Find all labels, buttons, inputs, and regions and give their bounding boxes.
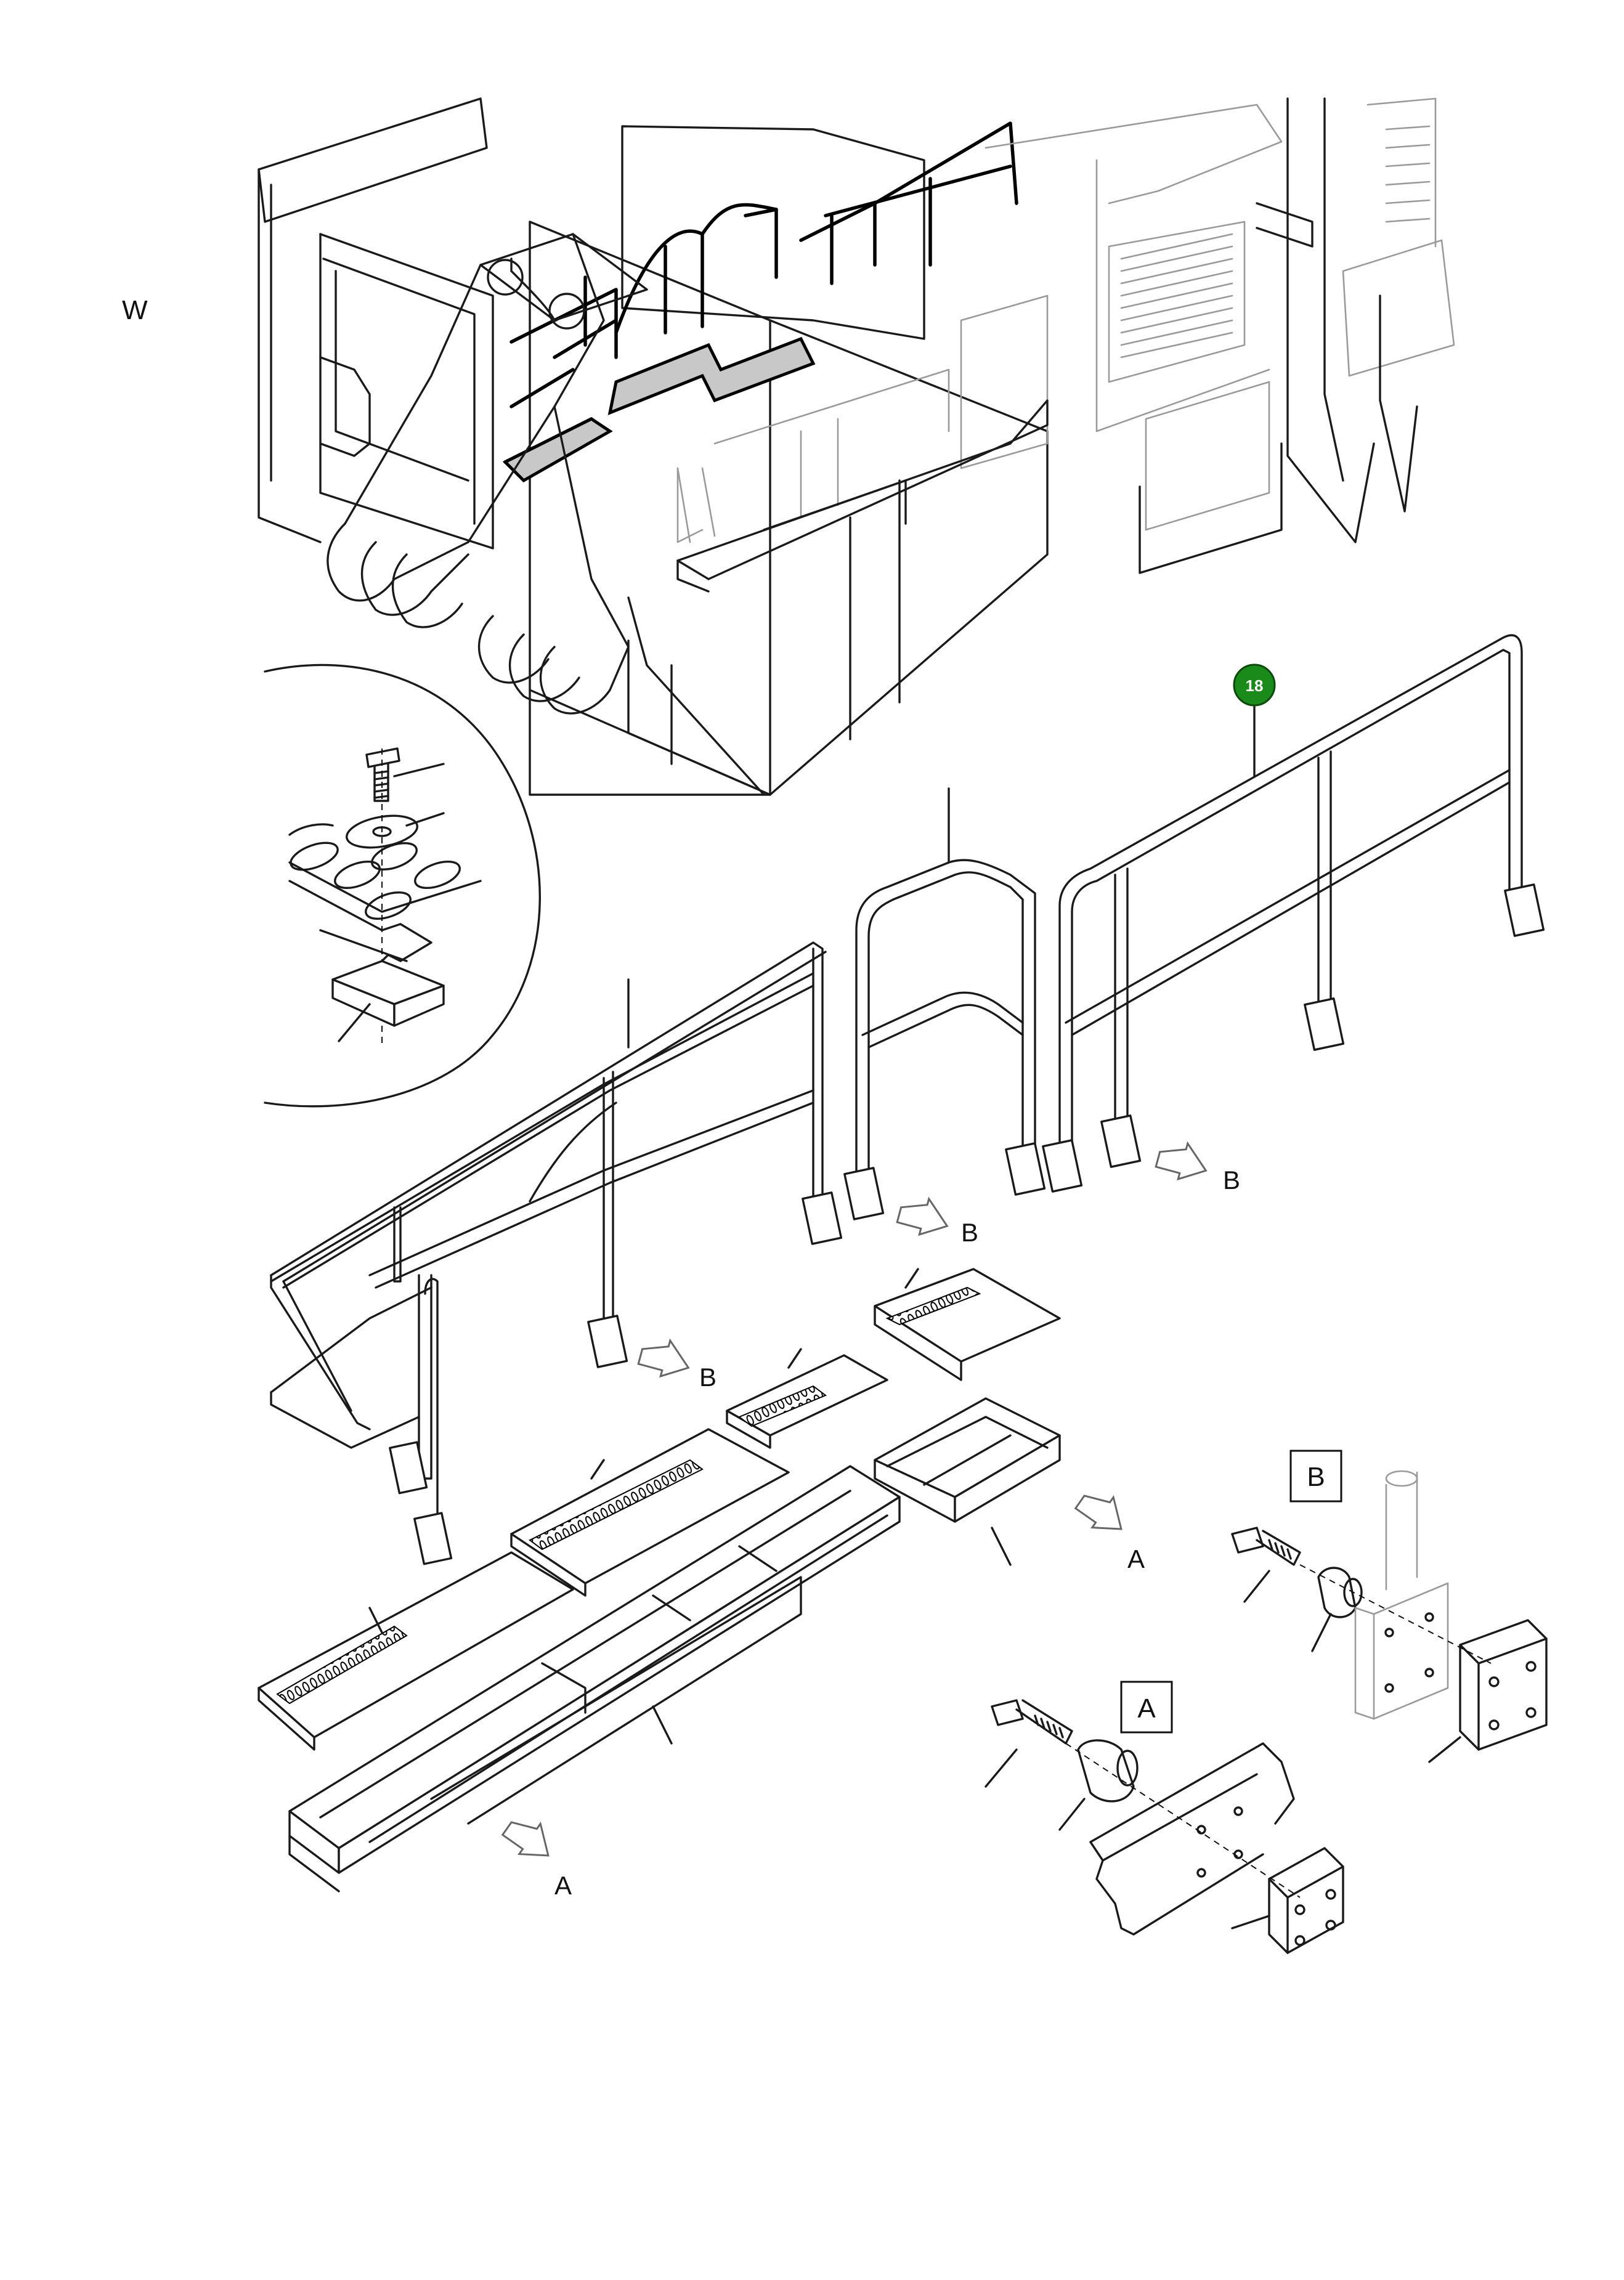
walkway-gratings	[258, 1268, 1061, 1893]
arrow-b-1-label: B	[961, 1218, 978, 1247]
view-label: W	[122, 295, 148, 325]
arrow-b-2: B	[1155, 1141, 1240, 1195]
arrow-a-1: A	[1074, 1495, 1145, 1573]
machine-overview	[258, 97, 1455, 796]
handrail-gate-middle	[843, 787, 1046, 1220]
detail-a: A	[985, 1681, 1344, 1954]
detail-circle-fastener	[264, 663, 541, 1108]
detail-a-label: A	[1137, 1694, 1156, 1724]
detail-b: B	[1231, 1450, 1548, 1763]
arrow-b-2-label: B	[1223, 1166, 1240, 1195]
arrow-a-2-label: A	[554, 1871, 572, 1900]
callout-number: 18	[1246, 676, 1264, 695]
handrail-assembly-left	[270, 941, 843, 1565]
detail-b-label: B	[1307, 1462, 1325, 1492]
arrow-a-1-label: A	[1127, 1544, 1145, 1573]
arrow-a-2: A	[501, 1821, 572, 1900]
callout-18[interactable]: 18	[1233, 663, 1276, 707]
arrow-b-1: B	[896, 1196, 978, 1247]
handrail-assembly-right	[1042, 634, 1545, 1193]
arrow-b-3: B	[637, 1338, 717, 1392]
arrow-b-3-label: B	[699, 1363, 717, 1392]
